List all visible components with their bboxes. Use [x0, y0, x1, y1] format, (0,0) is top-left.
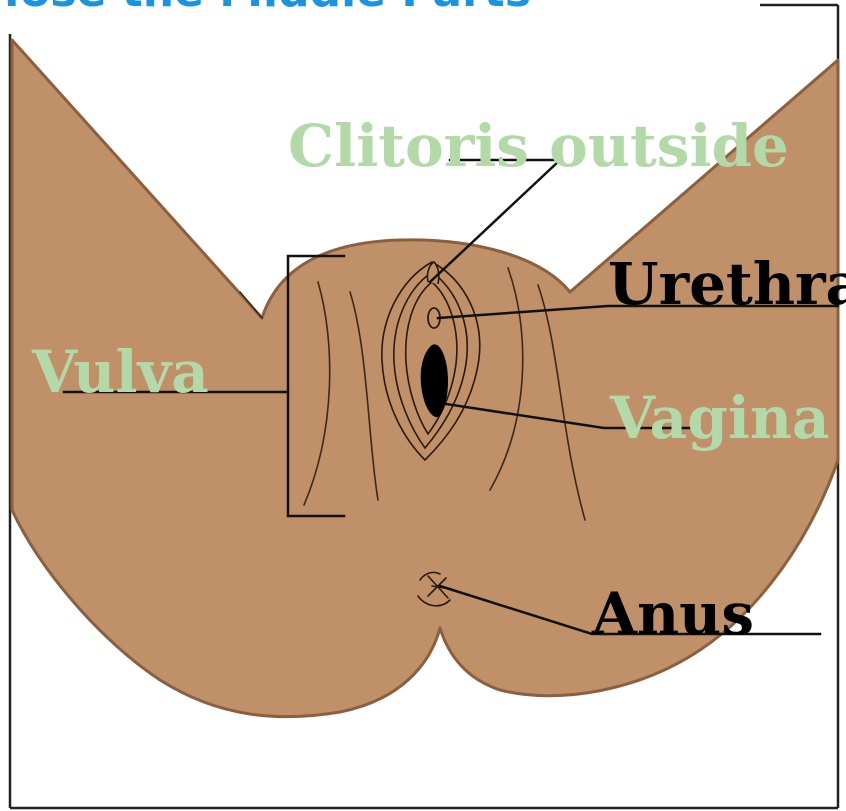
- clitoris-label: Clitoris outside: [288, 112, 789, 180]
- anus-label: Anus: [591, 580, 754, 648]
- page-title: ...ose the Middle Parts: [0, 0, 531, 17]
- vagina-label: Vagina: [609, 384, 830, 452]
- urethra-label: Urethra: [608, 250, 846, 318]
- vulva-label: Vulva: [31, 338, 209, 406]
